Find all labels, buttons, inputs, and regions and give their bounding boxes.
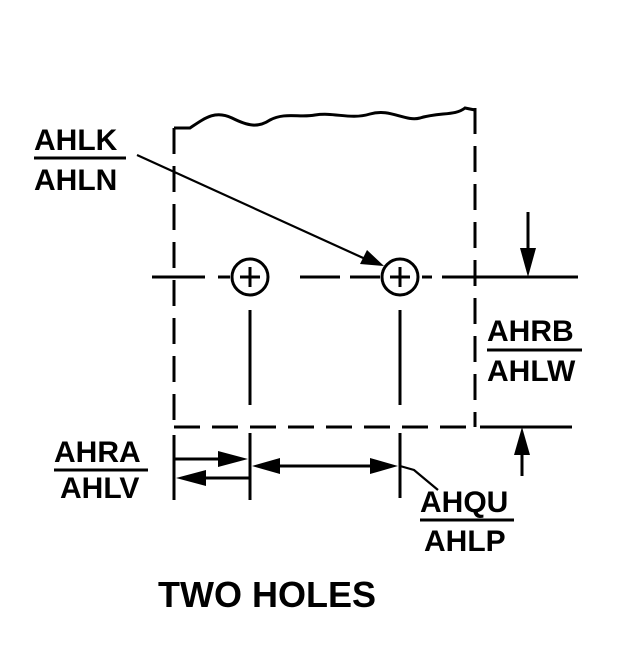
vertical-dim-top-label: AHRB (487, 315, 574, 348)
left-hole-icon (230, 257, 270, 297)
left-dim-bottom-label: AHLV (60, 472, 139, 505)
hole-callout-bottom-label: AHLN (34, 164, 117, 197)
center-dim-right-arrowhead (370, 458, 398, 474)
vertical-dim-bottom-label: AHLW (487, 355, 576, 388)
left-dim-upper-arrowhead (218, 451, 248, 467)
center-dim-leader (399, 464, 439, 491)
vertical-dim-bottom-arrowhead (514, 427, 530, 455)
vertical-dim-top-arrowhead (520, 248, 536, 277)
hole-callout-top-label: AHLK (34, 124, 118, 157)
hole-callout-arrowhead (360, 250, 384, 266)
left-dim-top-label: AHRA (54, 436, 141, 469)
hole-callout-leader (136, 153, 373, 264)
right-hole-icon (380, 257, 420, 297)
left-dim-lower-arrowhead (176, 470, 206, 486)
diagram-title: TWO HOLES (158, 574, 376, 615)
center-dim-top-label: AHQU (420, 486, 508, 519)
part-break-line (174, 106, 476, 130)
center-dim-bottom-label: AHLP (424, 525, 506, 558)
center-dim-left-arrowhead (252, 458, 280, 474)
